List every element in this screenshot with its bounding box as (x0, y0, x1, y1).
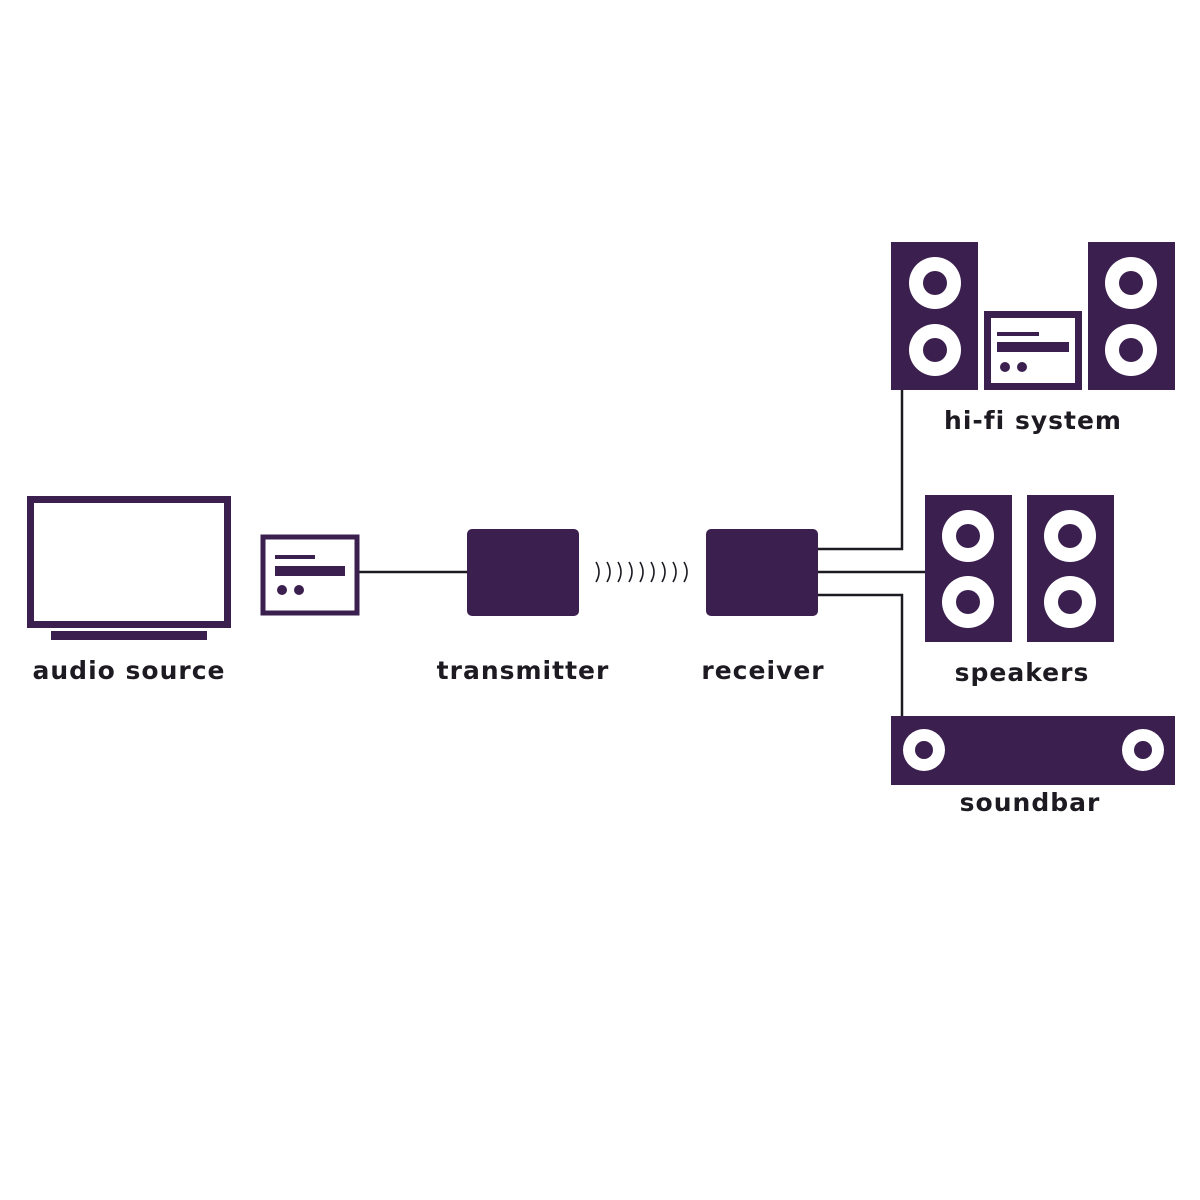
right-speaker-icon (1027, 495, 1114, 642)
speakers-icon (925, 495, 1114, 642)
receiver-box-icon (706, 529, 818, 616)
audio-player-icon (260, 534, 360, 616)
connection-wires (358, 390, 926, 716)
hifi-right-speaker-icon (1088, 242, 1175, 390)
receiver-label: receiver (701, 656, 824, 685)
soundbar-label: soundbar (960, 788, 1101, 817)
wireless-signal-icon (595, 561, 688, 583)
left-speaker-icon (925, 495, 1012, 642)
wire-receiver-to-hifi (818, 390, 904, 551)
hifi-left-speaker-icon (891, 242, 978, 390)
audio-source-label: audio source (33, 656, 226, 685)
hifi-system-label: hi-fi system (944, 406, 1122, 435)
wire-receiver-to-soundbar (818, 593, 904, 716)
transmitter-box-icon (467, 529, 579, 616)
speakers-label: speakers (955, 658, 1090, 687)
soundbar-icon (891, 716, 1175, 785)
hifi-amplifier-icon (984, 311, 1082, 390)
hifi-system-icon (891, 242, 1175, 390)
transmitter-label: transmitter (437, 656, 610, 685)
tv-icon (27, 496, 231, 640)
